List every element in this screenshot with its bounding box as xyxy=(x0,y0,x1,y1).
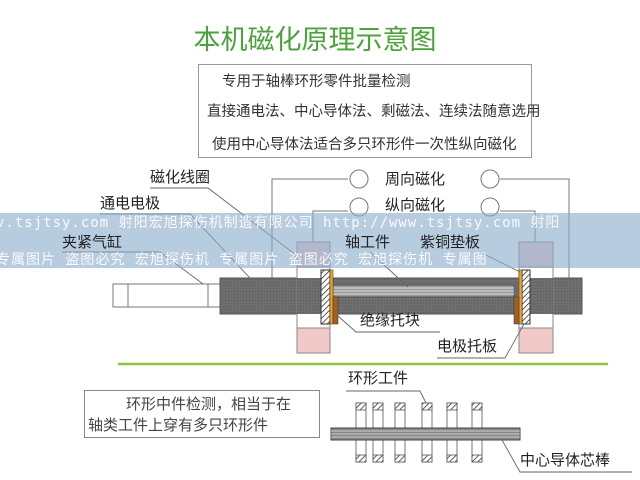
shaft-workpiece xyxy=(332,284,515,298)
label-longitudinal: 纵向磁化 xyxy=(385,196,446,214)
watermark-band: v.tsjtsy.com 射阳宏旭探伤机制造有限公司 http://www.ts… xyxy=(0,213,640,268)
copper-pad-left xyxy=(329,269,334,325)
page-title: 本机磁化原理示意图 xyxy=(193,25,437,56)
insulating-block-left xyxy=(332,296,339,325)
electrode-plate-left xyxy=(320,269,331,325)
electrode-plate-right xyxy=(521,269,531,325)
label-shaft: 轴工件 xyxy=(345,233,391,251)
bottom-leaders xyxy=(346,390,632,473)
info-line-3: 使用中心导体法适合多只环形件一次性纵向磁化 xyxy=(212,137,517,153)
note-line-1: 环形中件检测，相当于在 xyxy=(126,395,292,413)
switch-circle xyxy=(349,169,369,189)
label-insulating-block: 绝缘托块 xyxy=(360,311,421,329)
label-ring-workpiece: 环形工件 xyxy=(348,369,409,387)
watermark-line-2: 专属图片 盗图必究 宏旭探伤机 专属图片 盗图必究 宏旭探伤机 专属图 xyxy=(0,252,488,268)
label-electrode: 通电电极 xyxy=(100,194,161,212)
clamp-cylinder xyxy=(112,283,221,308)
label-copper-pad: 紫铜垫板 xyxy=(420,233,481,251)
switch-circles xyxy=(349,169,500,217)
copper-pad-right xyxy=(518,269,523,325)
insulating-block-right xyxy=(513,296,520,325)
note-line-2: 轴类工件上穿有多只环形件 xyxy=(88,416,269,434)
label-electrode-plate: 电极托板 xyxy=(437,337,498,355)
center-conductor-core xyxy=(330,427,521,441)
info-line-2: 直接通电法、中心导体法、剩磁法、连续法随意选用 xyxy=(207,104,541,120)
info-box xyxy=(198,64,532,158)
watermark-line-1: v.tsjtsy.com 射阳宏旭探伤机制造有限公司 http://www.ts… xyxy=(0,215,561,231)
label-center-core: 中心导体芯棒 xyxy=(520,451,611,469)
label-coil: 磁化线圈 xyxy=(150,168,211,186)
label-circumferential: 周向磁化 xyxy=(385,170,446,188)
note-box xyxy=(84,390,320,438)
switch-circle xyxy=(480,169,500,189)
info-line-1: 专用于轴棒环形零件批量检测 xyxy=(222,74,411,90)
label-cylinder: 夹紧气缸 xyxy=(62,233,123,251)
